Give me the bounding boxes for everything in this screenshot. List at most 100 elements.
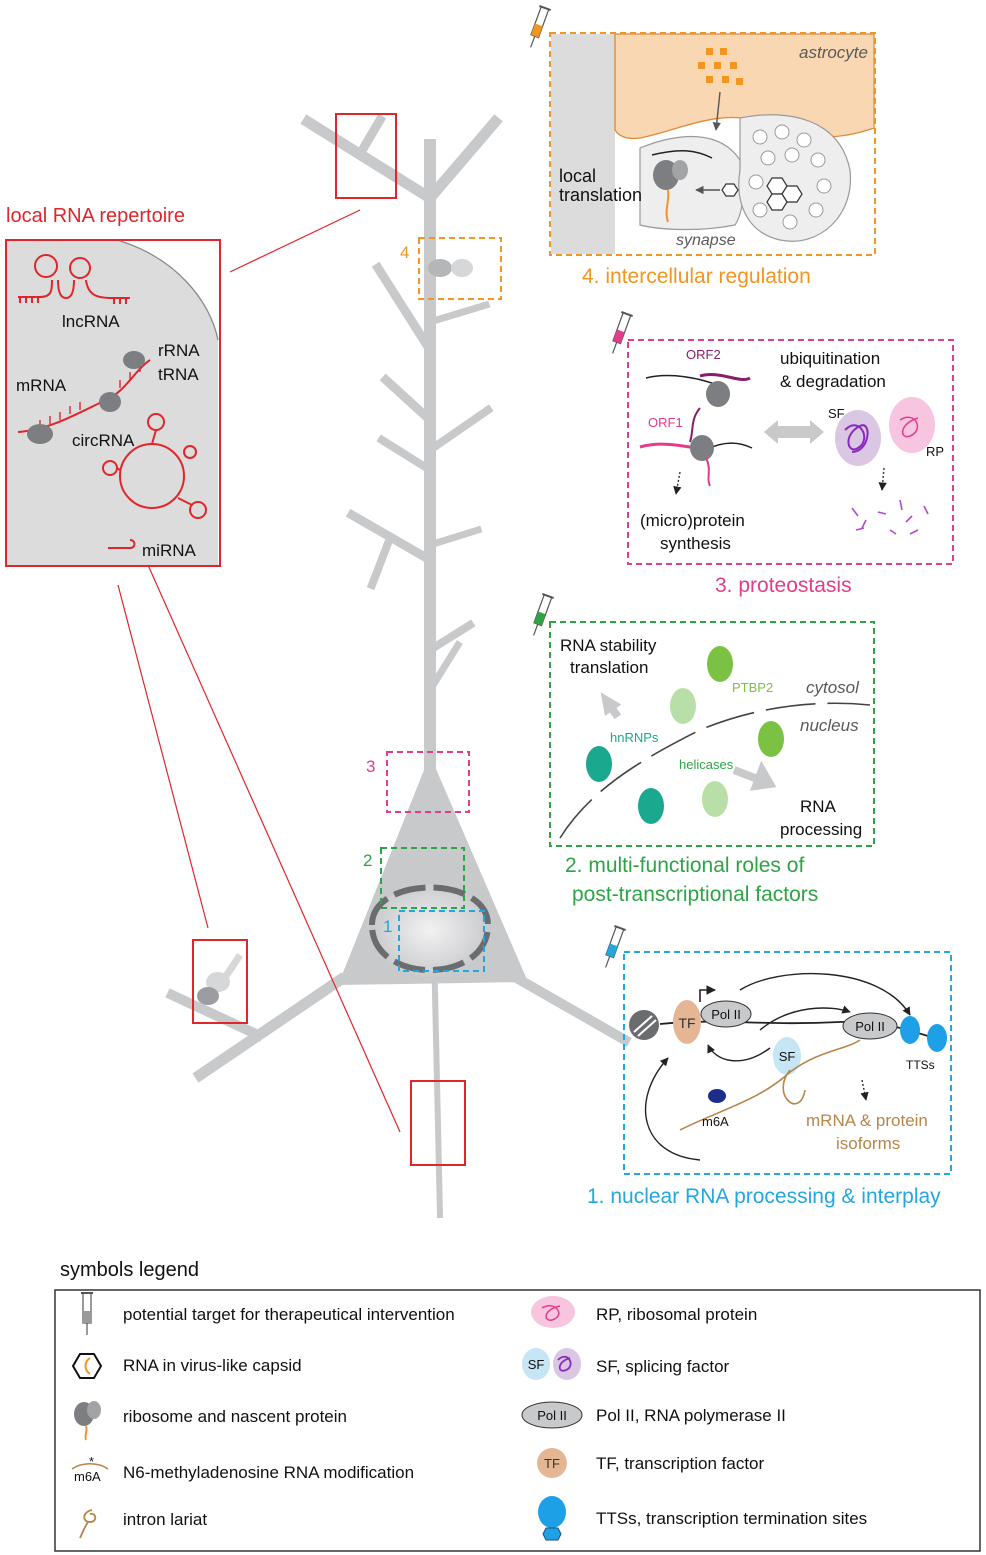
m6a-label-p1: m6A (702, 1114, 729, 1129)
double-arrow (764, 420, 824, 444)
stability-line1: RNA stability (560, 636, 657, 655)
stability-line2: translation (570, 658, 648, 677)
nuclear-envelope (368, 884, 492, 973)
circrna-glyph (102, 413, 207, 519)
local-translation-line1: local (559, 166, 596, 186)
legend-item-6: SF, splicing factor (596, 1357, 730, 1376)
legend-item-4: intron lariat (123, 1510, 207, 1529)
lariat-icon (79, 1509, 97, 1539)
region-box-axon (410, 1080, 466, 1166)
svg-text:*: * (89, 1454, 94, 1469)
mirna-label: miRNA (142, 541, 196, 560)
isoforms-line1: mRNA & protein (806, 1111, 928, 1130)
ttss-label: TTSs (906, 1058, 935, 1072)
panel-1-title: 1. nuclear RNA processing & interplay (587, 1185, 941, 1208)
pol-icon: Pol II (521, 1401, 583, 1429)
sf-label-p1: SF (779, 1049, 796, 1064)
rrna-label: rRNA (158, 341, 200, 360)
syringe-icon (533, 593, 554, 636)
legend-item-3: N6-methyladenosine RNA modification (123, 1463, 414, 1482)
capsid-icon (71, 1353, 103, 1379)
region-box-4 (418, 237, 502, 300)
micro-line1: (micro)protein (640, 511, 745, 530)
spine-red (197, 953, 243, 1005)
region-box-1 (398, 910, 485, 972)
panel-3-title: 3. proteostasis (715, 574, 852, 597)
panel-4-title: 4. intercellular regulation (582, 265, 811, 288)
region-box-top (335, 113, 397, 199)
panel-2: RNA stability translation cytosol nucleu… (549, 621, 875, 906)
ribosome-local (651, 150, 713, 223)
svg-text:m6A: m6A (74, 1469, 101, 1484)
legend-item-1: RNA in virus-like capsid (123, 1356, 302, 1375)
region-box-2 (380, 847, 465, 909)
spine-4 (428, 259, 473, 277)
ubi-line2: & degradation (780, 372, 886, 391)
legend-item-0: potential target for therapeutical inter… (123, 1305, 455, 1324)
legend-item-2: ribosome and nascent protein (123, 1407, 347, 1426)
tts-icon (538, 1496, 566, 1541)
panel-4: astrocyte local translation synapse 4. i… (549, 32, 876, 288)
region-box-3 (386, 751, 470, 813)
panel-3: ORF2 ORF1 (micro)protein synthesis ubiqu… (627, 339, 954, 597)
fragments (851, 499, 929, 535)
ribosome-icon (74, 1401, 101, 1441)
svg-text:Pol II: Pol II (537, 1408, 567, 1423)
cytosol-label: cytosol (806, 678, 860, 697)
synapse-label: synapse (676, 232, 736, 249)
pol-label-1: Pol II (711, 1007, 741, 1022)
orf1-label: ORF1 (648, 415, 683, 430)
helicases-label: helicases (679, 757, 734, 772)
orf2-label: ORF2 (686, 347, 721, 362)
ptbp2-label: PTBP2 (732, 680, 773, 695)
syringe-icon (612, 311, 633, 354)
mrna-label: mRNA (16, 376, 67, 395)
syringe-icon (530, 5, 551, 48)
marker-3: 3 (366, 757, 375, 776)
connector-lines (117, 209, 401, 1133)
astrocyte-label: astrocyte (799, 43, 868, 62)
micro-line2: synthesis (660, 534, 731, 553)
panel-1: TF Pol II Pol II TTSs SF m6A mRNA & prot… (587, 951, 952, 1208)
legend-item-7: Pol II, RNA polymerase II (596, 1406, 786, 1425)
legend-item-5: RP, ribosomal protein (596, 1305, 757, 1324)
local-translation-line2: translation (559, 185, 642, 205)
astrocyte-signals (698, 48, 743, 85)
local-rna-title: local RNA repertoire (6, 205, 185, 227)
legend: symbols legend potential target for ther… (54, 1259, 981, 1552)
vesicles (748, 124, 832, 230)
legend-title: symbols legend (60, 1259, 199, 1281)
region-box-spine (192, 939, 248, 1024)
tf-label: TF (678, 1015, 695, 1031)
ubi-line1: ubiquitination (780, 349, 880, 368)
panel-2-title-line1: 2. multi-functional roles of (565, 854, 804, 877)
rp-label-p3: RP (926, 444, 944, 459)
m6a-icon: * m6A (71, 1454, 109, 1484)
processing-line2: processing (780, 820, 862, 839)
panel-2-title-line2: post-transcriptional factors (572, 883, 818, 906)
capsid-cluster (721, 177, 803, 211)
pol-label-2: Pol II (855, 1019, 885, 1034)
syringe-icon (605, 925, 626, 968)
svg-text:SF: SF (528, 1357, 545, 1372)
mrna-glyph (17, 351, 151, 444)
nucleus-label: nucleus (800, 716, 859, 735)
mirna-glyph (108, 539, 136, 549)
marker-4: 4 (400, 243, 409, 262)
syringe-icon (81, 1292, 93, 1335)
processing-line1: RNA (800, 797, 837, 816)
nucleus (372, 883, 488, 977)
neuron (165, 113, 632, 1219)
rp-icon (531, 1296, 575, 1328)
hnrnps-label: hnRNPs (610, 730, 659, 745)
circrna-label: circRNA (72, 431, 135, 450)
lncrna-label: lncRNA (62, 312, 120, 331)
sf-icon: SF (522, 1348, 581, 1380)
trna-label: tRNA (158, 365, 199, 384)
local-rna-panel: local RNA repertoire lncRNA rRNA tRNA mR… (5, 205, 221, 567)
legend-item-9: TTSs, transcription termination sites (596, 1509, 867, 1528)
marker-1: 1 (383, 917, 392, 936)
sf-label-p3: SF (828, 406, 845, 421)
lncrna-glyph (18, 254, 130, 304)
